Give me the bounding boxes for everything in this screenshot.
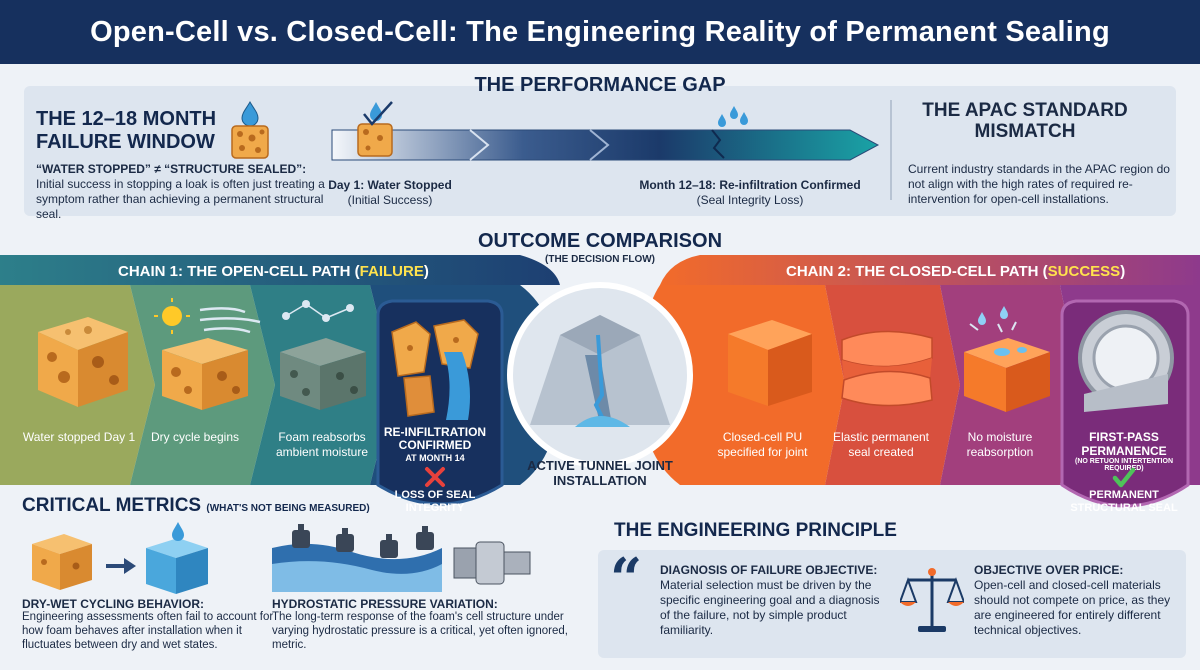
open-step-3-label: Foam reabsorbs ambient moisture — [275, 430, 369, 459]
chain1-title: CHAIN 1: THE OPEN-CELL PATH (FAILURE) — [118, 263, 429, 280]
reinfiltration-month: AT MONTH 14 — [405, 453, 465, 463]
critical-metrics-subtitle: (WHAT'S NOT BEING MEASURED) — [206, 503, 370, 514]
timeline-start-label: Day 1: Water Stopped — [328, 178, 452, 192]
tunnel-label: ACTIVE TUNNEL JOINT INSTALLATION — [527, 458, 673, 488]
cycling-behavior-title: DRY-WET CYCLING BEHAVIOR: — [22, 597, 204, 611]
crumbling-foam-icon — [391, 319, 479, 420]
objective-price-text: Open-cell and closed-cell materials shou… — [974, 578, 1171, 637]
water-beading-cube-icon — [964, 306, 1050, 412]
principle-panel — [598, 550, 1186, 658]
timeline-start-sub: (Initial Success) — [347, 193, 433, 207]
chain2-title: CHAIN 2: THE CLOSED-CELL PATH (SUCCESS) — [786, 263, 1125, 280]
outcome-subheading: (THE DECISION FLOW) — [545, 254, 655, 265]
diagnosis-text: Material selection must be driven by the… — [660, 578, 880, 637]
first-pass-title: FIRST-PASS PERMANENCE — [1081, 430, 1167, 458]
permanent-seal-label: PERMANENT STRUCTURAL SEAL — [1070, 489, 1178, 514]
closed-step-2-label: Elastic permanent seal created — [832, 430, 930, 459]
quote-icon: “ — [610, 546, 643, 612]
first-pass-note: (NO RETUON INTERTENTION REQUIRED) — [1075, 458, 1173, 472]
timeline-arrow — [331, 101, 880, 161]
day1-foam-icon — [357, 101, 393, 157]
objective-price-title: OBJECTIVE OVER PRICE: — [974, 563, 1124, 577]
page-title: Open-Cell vs. Closed-Cell: The Engineeri… — [90, 15, 1110, 48]
open-cell-foam-drop-icon — [231, 100, 269, 159]
open-foam-block-icon — [38, 317, 128, 407]
chain1-title-highlight: FAILURE — [359, 263, 424, 280]
failure-window-lead: “WATER STOPPED” ≠ “STRUCTURE SEALED”: — [36, 162, 307, 176]
timeline-end-label: Month 12–18: Re-infiltration Confirmed — [639, 178, 861, 192]
open-step-1-label: Water stopped Day 1 — [22, 430, 136, 444]
elastic-seal-icon — [841, 330, 933, 407]
performance-gap-heading: THE PERFORMANCE GAP — [474, 74, 726, 96]
open-step-2-label: Dry cycle begins — [150, 430, 240, 444]
apac-text: Current industry standards in the APAC r… — [908, 162, 1170, 206]
sun-wind-foam-icon — [154, 298, 261, 410]
loss-of-seal-label: LOSS OF SEAL INTEGRITY — [394, 489, 476, 514]
diagnosis-title: DIAGNOSIS OF FAILURE OBJECTIVE: — [660, 563, 878, 577]
tunnel-joint-icon — [530, 315, 670, 427]
chain1-title-main: CHAIN 1: THE OPEN-CELL PATH ( — [118, 263, 360, 280]
title-bar: Open-Cell vs. Closed-Cell: The Engineeri… — [0, 0, 1200, 64]
closed-step-3-label: No moisture reabsorption — [966, 430, 1034, 459]
green-check-icon — [1112, 467, 1136, 488]
critical-metrics-heading: CRITICAL METRICS (WHAT'S NOT BEING MEASU… — [22, 495, 370, 517]
chain2-title-main: CHAIN 2: THE CLOSED-CELL PATH ( — [786, 263, 1048, 280]
hydrostatic-text: The long-term response of the foam's cel… — [272, 611, 568, 651]
hydrostatic-pressure-icon — [272, 524, 531, 592]
principle-heading: THE ENGINEERING PRINCIPLE — [614, 520, 897, 541]
failure-window-title: THE 12–18 MONTH FAILURE WINDOW — [36, 108, 217, 153]
crack-drops-icon — [711, 106, 748, 159]
balance-scale-icon — [900, 568, 964, 632]
closed-cell-cube-icon — [728, 320, 812, 406]
pressure-fitting — [453, 541, 531, 585]
chain2-title-highlight: SUCCESS — [1047, 263, 1121, 280]
hydrostatic-title: HYDROSTATIC PRESSURE VARIATION: — [272, 597, 498, 611]
red-x-icon — [425, 467, 445, 487]
failure-window-body: Initial success in stopping a loak is of… — [36, 177, 325, 221]
apac-title: THE APAC STANDARD MISMATCH — [922, 100, 1128, 142]
timeline-end-sub: (Seal Integrity Loss) — [696, 193, 804, 207]
cycling-behavior-text: Engineering assessments often fail to ac… — [22, 611, 274, 651]
outcome-heading: OUTCOME COMPARISON — [477, 230, 723, 252]
apac-divider — [890, 100, 892, 200]
chain1-title-end: ) — [423, 263, 429, 280]
sealed-pipe-icon — [1078, 310, 1174, 412]
failure-window-text: “WATER STOPPED” ≠ “STRUCTURE SEALED”: In… — [36, 162, 326, 222]
reinfiltration-title: RE-INFILTRATION CONFIRMED — [383, 425, 487, 452]
dry-wet-cycle-icon — [32, 522, 208, 594]
critical-metrics-title: CRITICAL METRICS — [22, 495, 202, 516]
chain2-title-end: ) — [1120, 263, 1126, 280]
closed-step-1-label: Closed-cell PU specified for joint — [717, 430, 808, 459]
moisture-foam-icon — [280, 300, 366, 410]
